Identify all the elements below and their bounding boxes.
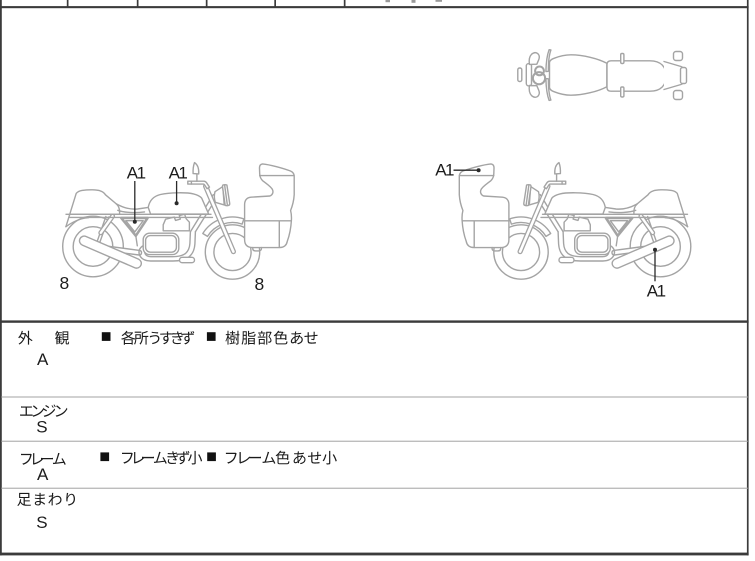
svg-text:S: S [36,513,47,532]
svg-text:A1: A1 [127,163,146,182]
svg-text:S: S [36,418,47,437]
svg-text:A1: A1 [647,281,666,300]
svg-text:8: 8 [60,273,70,293]
svg-text:A1: A1 [169,163,188,182]
svg-text:8: 8 [255,274,265,294]
svg-text:A1: A1 [435,161,454,180]
svg-text:A: A [37,465,49,484]
svg-text:A: A [37,350,49,369]
